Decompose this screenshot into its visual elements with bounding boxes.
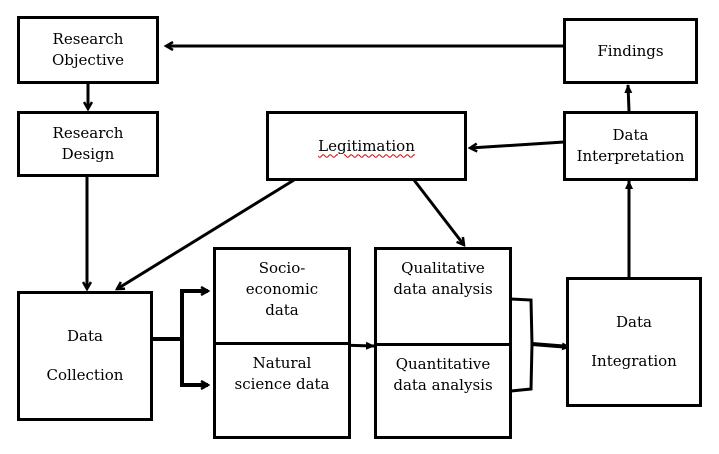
node-label: Qualitative data analysis [393,259,493,298]
node-label-line1: Data [616,313,652,331]
arrow-legitimation-to-collection [117,178,295,289]
node-label: Research Design [52,124,124,163]
node-data-integration: Data Integration [566,277,702,407]
node-label: Data Interpretation [576,126,685,165]
bracket-analysis [510,297,534,393]
node-label: Findings [597,41,664,60]
node-quantitative-analysis: Quantitative data analysis [374,343,512,439]
node-label-line2: Integration [591,352,677,370]
node-findings: Findings [563,18,698,84]
node-label: Natural science data [234,354,330,393]
arrow-legitimation-to-qualitative [412,179,464,245]
arrow-interpretation-to-legitimation [470,140,565,148]
arrow-analysis-to-integration [531,342,571,351]
node-label: Quantitative data analysis [393,355,493,394]
arrow-interpretation-to-findings [624,84,633,112]
node-label: Socio- economic data [245,259,319,319]
arrow-collection-to-socioeconomic [151,291,208,341]
node-qualitative-analysis: Qualitative data analysis [374,247,512,346]
node-label: Research Objective [51,30,124,69]
node-data-collection: Data Collection [17,291,153,421]
arrow-collection-to-natural [180,339,208,385]
node-legitimation: Legitimation [266,111,467,181]
node-data-interpretation: Data Interpretation [563,111,698,181]
node-label: Legitimation [318,136,415,155]
node-natural-science-data: Natural science data [213,342,351,439]
node-research-objective: Research Objective [17,16,159,84]
node-label-line1: Data [67,327,103,345]
node-label-line2: Collection [46,366,124,384]
node-research-design: Research Design [17,111,159,177]
node-socioeconomic-data: Socio- economic data [213,247,351,345]
